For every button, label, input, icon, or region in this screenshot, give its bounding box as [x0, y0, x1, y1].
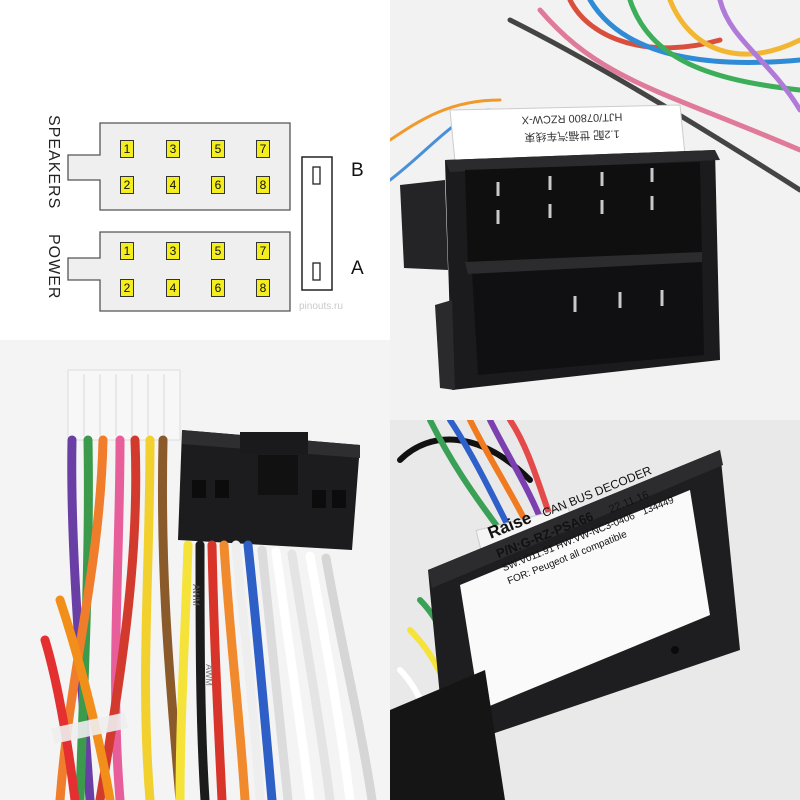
side-a-label: A	[351, 258, 364, 279]
speakers-pin: 3	[166, 140, 180, 158]
speakers-pin: 1	[120, 140, 134, 158]
wire-harness-photo: AWM AWM	[0, 340, 390, 800]
speakers-pin: 8	[256, 176, 270, 194]
power-pin: 4	[166, 279, 180, 297]
speakers-pin: 5	[211, 140, 225, 158]
speakers-pin: 7	[256, 140, 270, 158]
speakers-pin: 4	[166, 176, 180, 194]
power-pin: 1	[120, 242, 134, 260]
iso-plug-photo: 1.2配 世福汽车线束 HJT/07800 RZCW-X	[390, 0, 800, 420]
speakers-pin: 6	[211, 176, 225, 194]
power-pin: 3	[166, 242, 180, 260]
can-bus-decoder-photo: Raise CAN BUS DECODER P/N:G-RZ-PSA66 22.…	[390, 420, 800, 800]
power-label: POWER	[45, 234, 62, 300]
power-pin: 6	[211, 279, 225, 297]
side-b-label: B	[351, 160, 364, 181]
pinout-diagram: SPEAKERS POWER 1 3 5 7 2 4 6 8 1 3 5 7 2…	[0, 0, 390, 340]
iso-plug-illustration	[390, 0, 800, 390]
speakers-pin: 2	[120, 176, 134, 194]
wire-print-text: AWM	[190, 584, 201, 606]
decoder-illustration	[390, 420, 740, 800]
wire-print-text: AWM	[203, 664, 214, 686]
power-pin: 2	[120, 279, 134, 297]
power-pin: 7	[256, 242, 270, 260]
power-pin: 8	[256, 279, 270, 297]
power-pin: 5	[211, 242, 225, 260]
watermark: pinouts.ru	[299, 301, 343, 312]
wire-harness-illustration	[40, 369, 377, 800]
speakers-label: SPEAKERS	[45, 115, 62, 210]
